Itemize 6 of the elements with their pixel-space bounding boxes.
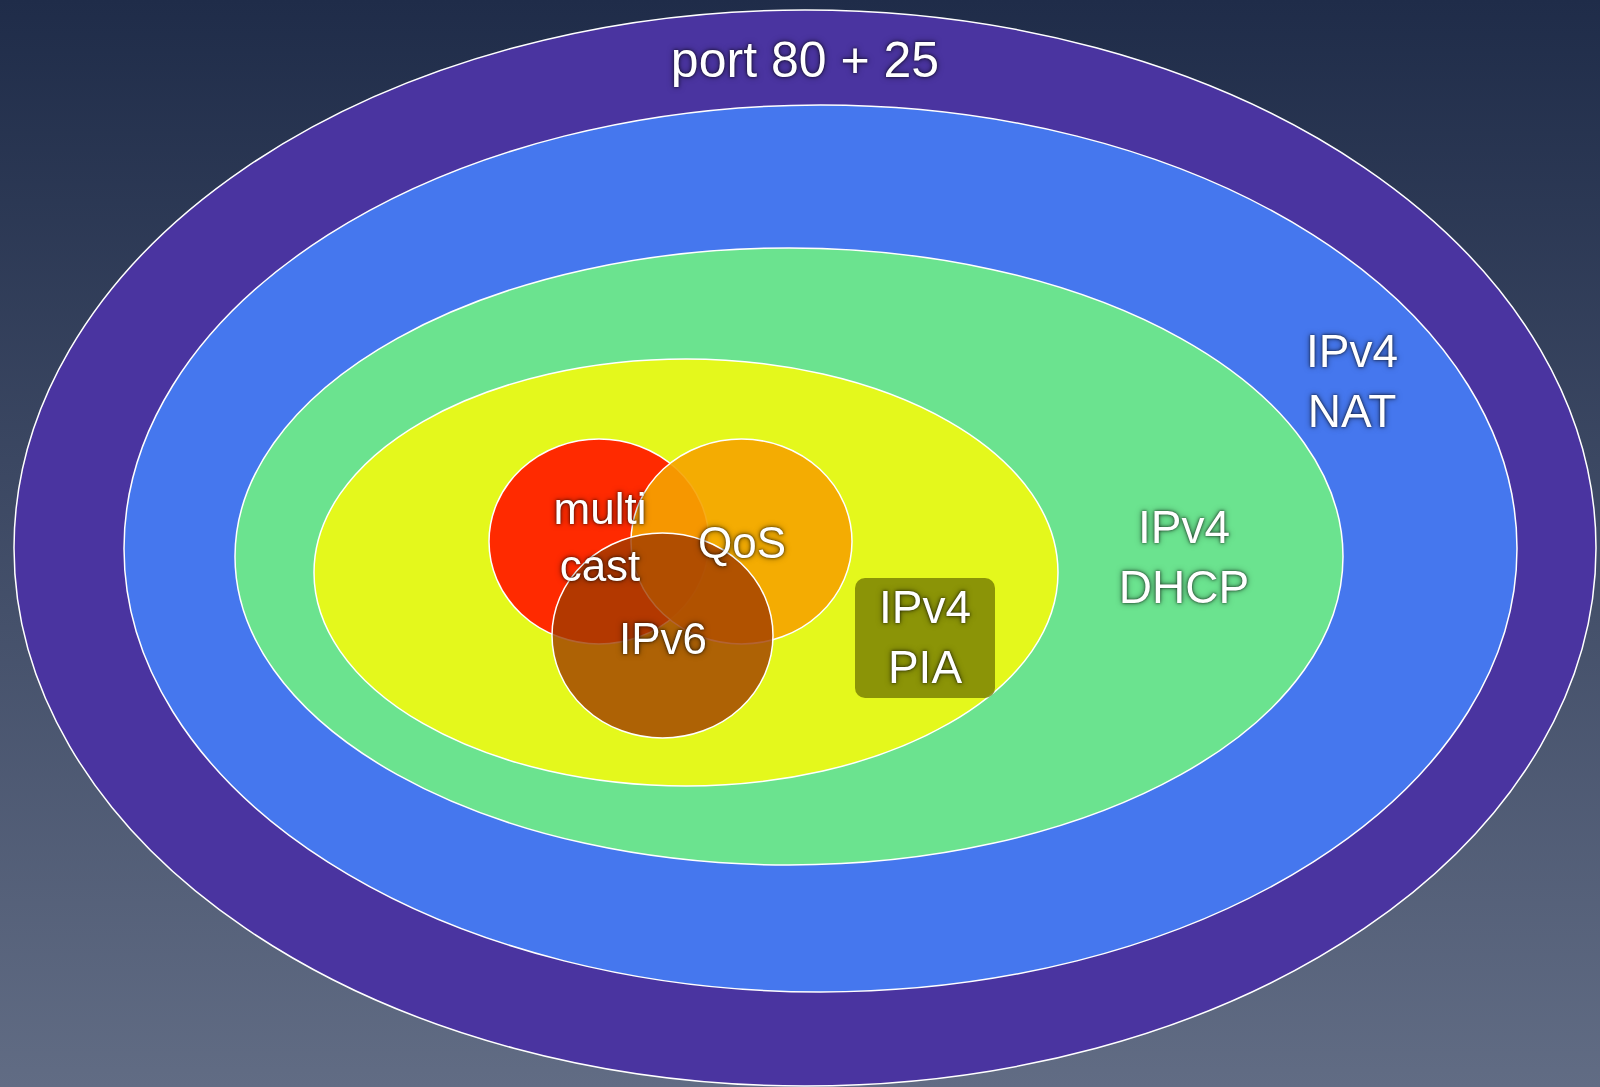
region-label: port 80 + 25 — [669, 31, 941, 90]
region-label: IPv4 NAT — [1304, 324, 1399, 439]
region-label: QoS — [696, 517, 787, 569]
region-label: IPv4 PIA — [855, 578, 995, 698]
region-label: IPv4 DHCP — [1117, 500, 1251, 615]
region-label: IPv6 — [617, 613, 708, 665]
